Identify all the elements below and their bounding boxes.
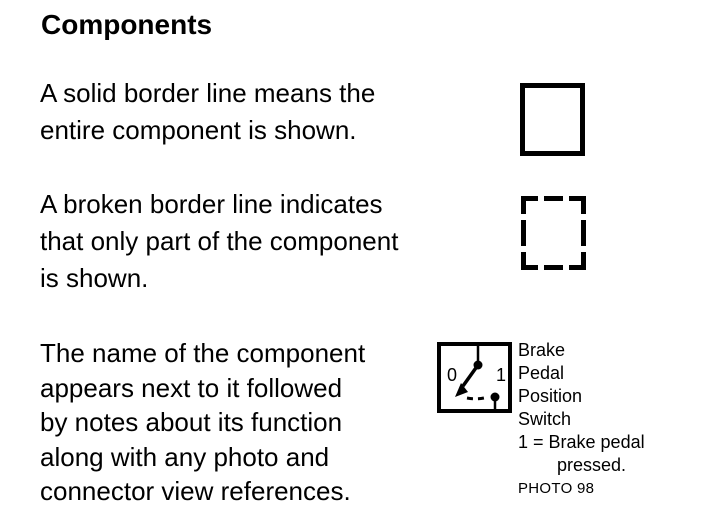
switch-position-1-label: 1 <box>496 365 506 385</box>
switch-arm-arrowhead <box>455 383 468 397</box>
text-line: A solid border line means the <box>40 78 376 108</box>
text-line: A broken border line indicates <box>40 189 383 219</box>
text-line: is shown. <box>40 263 149 293</box>
component-name-line: Switch <box>518 409 572 429</box>
solid-border-explanation: A solid border line means the entire com… <box>40 75 375 149</box>
dashed-corner-top-left <box>521 196 538 214</box>
switch-dashed-travel-line <box>466 395 489 401</box>
dashed-corner-top-right <box>569 196 586 214</box>
broken-border-explanation: A broken border line indicates that only… <box>40 186 398 297</box>
text-line: connector view references. <box>40 476 351 506</box>
component-name-explanation: The name of the component appears next t… <box>40 336 365 509</box>
dashed-corner-bottom-left <box>521 252 538 270</box>
switch-state-note-line: 1 = Brake pedal <box>518 432 645 452</box>
brake-pedal-position-switch-symbol: 0 1 <box>437 342 512 413</box>
text-line: appears next to it followed <box>40 372 343 403</box>
component-name-line: Pedal <box>518 363 565 383</box>
page-title: Components <box>41 9 213 40</box>
broken-border-component-box <box>521 196 586 270</box>
text-line: along with any photo and <box>40 441 330 472</box>
dashed-corner-bottom-right <box>569 252 586 270</box>
component-name-line: Position <box>518 386 583 406</box>
text-line: by notes about its function <box>40 407 343 437</box>
text-line: that only part of the component <box>40 226 399 256</box>
component-annotation: Brake Pedal Position Switch 1 = Brake pe… <box>518 339 645 500</box>
component-name-line: Brake <box>518 340 566 360</box>
text-line: The name of the component <box>40 338 366 368</box>
switch-arm <box>461 363 480 388</box>
switch-state-note-line: pressed. <box>557 455 627 475</box>
text-line: entire component is shown. <box>40 115 357 145</box>
switch-position-0-label: 0 <box>447 365 457 385</box>
solid-border-component-box <box>520 83 585 156</box>
photo-reference: PHOTO 98 <box>518 480 595 497</box>
